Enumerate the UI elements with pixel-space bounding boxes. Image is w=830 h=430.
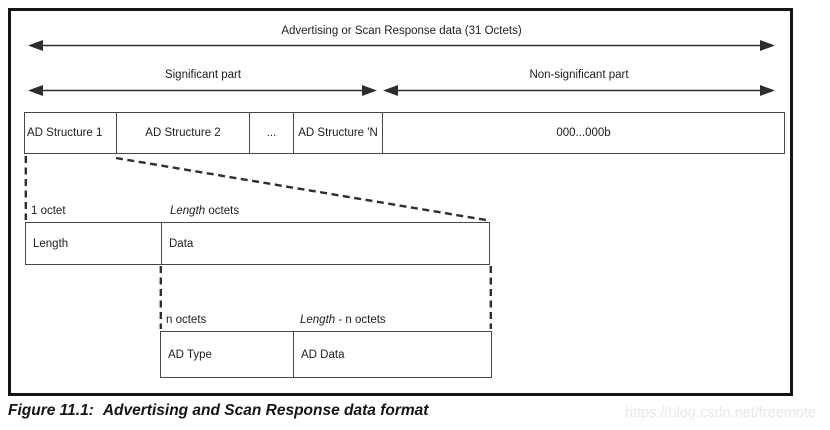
length-cell: Length bbox=[33, 237, 69, 250]
figure-caption: Figure 11.1: Advertising and Scan Respons… bbox=[8, 402, 428, 420]
ad-structures-row: AD Structure 1 AD Structure 2 ... AD Str… bbox=[24, 112, 785, 154]
ad-type-cell: AD Type bbox=[168, 348, 212, 361]
data-size-label-rest: octets bbox=[205, 205, 240, 217]
length-size-label: 1 octet bbox=[31, 205, 66, 217]
ad-structure-n-cell: AD Structure 'N bbox=[293, 113, 382, 153]
watermark-url: https://blog.csdn.net/freemote bbox=[625, 405, 817, 421]
figure-caption-number: Figure 11.1: bbox=[8, 402, 94, 419]
ad-data-size-label-italic: Length bbox=[300, 314, 336, 326]
ad-structure-2-cell: AD Structure 2 bbox=[116, 113, 249, 153]
overall-span-label: Advertising or Scan Response data (31 Oc… bbox=[281, 25, 522, 37]
data-detail-row: AD Type AD Data bbox=[160, 331, 492, 378]
ad-structure-ellipsis-cell: ... bbox=[249, 113, 293, 153]
ad-type-size-label: n octets bbox=[166, 314, 207, 326]
non-significant-zeros-cell: 000...000b bbox=[382, 113, 784, 153]
significant-part-label: Significant part bbox=[164, 69, 242, 81]
ad-data-size-label: Length - n octets bbox=[300, 313, 386, 327]
data-size-label-italic: Length bbox=[170, 205, 206, 217]
figure-caption-title: Advertising and Scan Response data forma… bbox=[102, 402, 429, 419]
non-significant-part-label: Non-significant part bbox=[529, 69, 629, 81]
ad-data-cell: AD Data bbox=[293, 332, 491, 377]
data-size-label: Length octets bbox=[170, 204, 239, 218]
data-cell: Data bbox=[161, 223, 489, 264]
ad-structure-1-cell: AD Structure 1 bbox=[27, 127, 103, 139]
ad-data-size-label-rest: - n octets bbox=[335, 314, 386, 326]
structure-detail-row: Length Data bbox=[25, 222, 490, 265]
